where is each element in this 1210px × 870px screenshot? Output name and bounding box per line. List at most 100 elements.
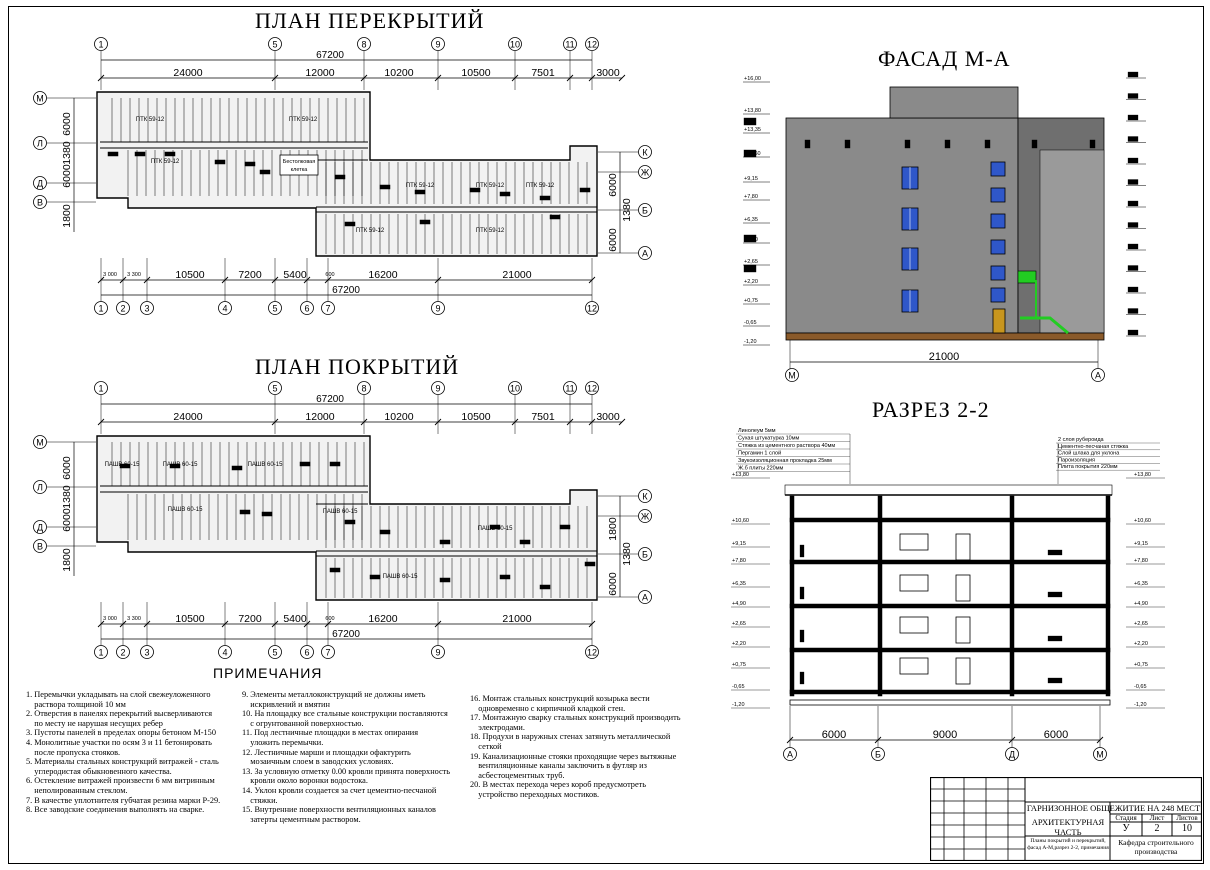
note-line: 13. За условную отметку 0.00 кровли прин…	[242, 766, 451, 776]
slab-label: ПТК 59-12	[526, 183, 555, 189]
note-line: углеродистая обыкновенного качества.	[26, 766, 172, 776]
note-line: 3. Пустоты панелей в пределах опоры бето…	[26, 728, 216, 738]
section-wall	[789, 495, 795, 697]
overall-dimension: 67200	[332, 629, 360, 640]
axis-label: В	[37, 542, 43, 552]
axis-label: Б	[642, 550, 648, 560]
lintel-mark	[414, 189, 426, 195]
lintel-mark	[107, 151, 119, 157]
level-mark: +9,15	[744, 176, 758, 182]
section-dimension: 9000	[933, 729, 957, 741]
dimension-label: 10200	[384, 411, 413, 423]
notes-column-2: 9. Элементы металлоконструкций не должны…	[242, 690, 464, 824]
facade-window	[990, 187, 1006, 203]
lintel-mark	[231, 465, 243, 471]
level-mark: +4,90	[1134, 601, 1148, 607]
dimension-label: 12000	[305, 67, 334, 79]
level-mark: -0,65	[732, 684, 745, 690]
level-mark: +13,80	[732, 472, 749, 478]
dimension-tick	[324, 276, 332, 284]
level-mark: +2,65	[744, 259, 758, 265]
slab-label: ПТК 59-12	[356, 228, 385, 234]
note-line: 5. Материалы стальных конструкций витраж…	[26, 757, 219, 767]
dimension-tick	[271, 620, 279, 628]
dimension-label: 24000	[173, 67, 202, 79]
axis-bubble	[94, 37, 108, 51]
section-frame	[799, 586, 805, 600]
axis-label: 9	[435, 304, 440, 314]
level-marker-block	[743, 149, 757, 158]
building-outline	[96, 91, 598, 257]
note-line: 9. Элементы металлоконструкций не должны…	[242, 690, 426, 699]
dimension-tick	[271, 74, 279, 82]
note-line: одновременно с кирпичной кладкой стен.	[470, 703, 626, 713]
axis-bubble	[871, 747, 885, 761]
axis-label: М	[36, 94, 44, 104]
slab-label: ПАШВ 60-15	[383, 574, 418, 580]
dimension-tick	[1008, 736, 1016, 744]
section-window	[899, 616, 929, 634]
stamp-sheets-header: Листов	[1176, 814, 1198, 822]
slab-label: ПАШВ 60-15	[248, 462, 283, 468]
stair-room	[279, 154, 319, 176]
axis-bubble	[563, 381, 577, 395]
axis-label: 4	[222, 648, 227, 658]
section-door	[955, 533, 971, 561]
axis-bubble	[585, 301, 599, 315]
note-line: 1. Перемычки укладывать на слой свежеуло…	[26, 690, 211, 699]
dimension-tick	[271, 276, 279, 284]
axis-bubble	[357, 381, 371, 395]
note-line: кровли около воронки водостока.	[242, 776, 368, 786]
facade-title: ФАСАД М-А	[878, 46, 1011, 71]
axis-bubble	[33, 480, 47, 494]
level-marker-block	[1127, 200, 1139, 207]
dimension-label-small: 600	[325, 272, 334, 278]
dimension-label: 1380	[621, 542, 633, 566]
facade-plinth	[785, 332, 1105, 341]
level-mark: +2,65	[732, 621, 746, 627]
stamp-sheet: 2	[1154, 823, 1160, 834]
slab-label: ПАШВ 60-15	[105, 462, 140, 468]
dimension-label: 3000	[596, 411, 620, 423]
level-mark: +2,20	[1134, 641, 1148, 647]
axis-label: 12	[587, 304, 597, 314]
building-plan	[96, 435, 598, 601]
facade-stair-shade	[1039, 149, 1105, 334]
level-mark: +9,15	[732, 541, 746, 547]
axis-bubble	[638, 203, 652, 217]
dimension-label: 7200	[238, 269, 262, 281]
level-marker-block	[1127, 286, 1139, 293]
notes-column-1: 1. Перемычки укладывать на слой свежеуло…	[26, 690, 240, 815]
section-door	[955, 574, 971, 602]
level-mark: +16,00	[744, 76, 761, 82]
section-note: Пароизоляция	[1058, 457, 1095, 463]
axis-bubble	[218, 645, 232, 659]
level-marker-block	[743, 117, 757, 126]
slab-label: ПАШВ 60-15	[323, 509, 358, 515]
title-block-grid	[930, 777, 1202, 861]
axis-label: 9	[435, 384, 440, 394]
building-plan	[96, 91, 598, 257]
dimension-label: 21000	[502, 269, 531, 281]
lintel-mark	[169, 463, 181, 469]
dimension-tick	[119, 620, 127, 628]
axis-bubble	[508, 381, 522, 395]
dimension-tick	[434, 620, 442, 628]
axis-label: 1	[98, 304, 103, 314]
axis-bubble	[1093, 747, 1107, 761]
axis-label: 11	[565, 384, 574, 394]
axis-label: 12	[587, 384, 597, 394]
dimension-tick	[221, 276, 229, 284]
facade-small-window	[944, 139, 951, 149]
level-mark: +0,75	[1134, 662, 1148, 668]
axis-bubble	[140, 645, 154, 659]
axis-bubble	[268, 645, 282, 659]
level-mark: +13,80	[1134, 472, 1151, 478]
building-outline	[96, 435, 598, 601]
axis-bubble	[1005, 747, 1019, 761]
axis-bubble	[268, 37, 282, 51]
axis-label: 10	[510, 384, 520, 394]
axis-label: 1	[98, 648, 103, 658]
axis-label: Б	[642, 206, 648, 216]
dimension-tick	[566, 74, 574, 82]
